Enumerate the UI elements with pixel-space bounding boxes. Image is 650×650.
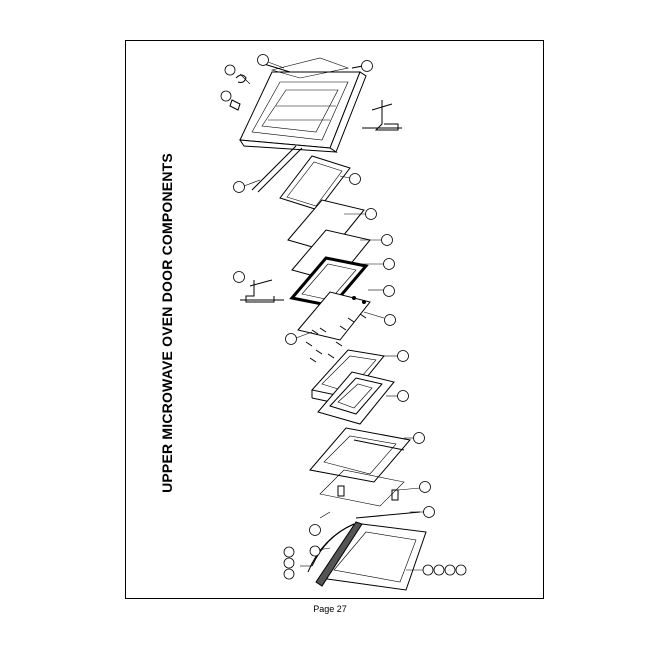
door-frame-top	[239, 57, 367, 153]
hinge-right	[362, 100, 402, 131]
page-border	[125, 40, 544, 599]
hinge-left	[240, 279, 284, 303]
inner-window-frame	[317, 371, 395, 425]
clip-brackets	[319, 469, 405, 507]
trim-strip	[251, 145, 303, 193]
door-outer-assembly	[307, 511, 427, 591]
page-number: Page 27	[313, 604, 347, 614]
callout-bubbles	[220, 54, 467, 580]
screws-set	[305, 313, 367, 363]
choke-panel	[297, 291, 371, 341]
latch-parts-top	[229, 73, 251, 111]
door-panel	[309, 427, 411, 483]
gasket-frame	[289, 256, 369, 308]
glass-panel-1	[279, 155, 351, 211]
